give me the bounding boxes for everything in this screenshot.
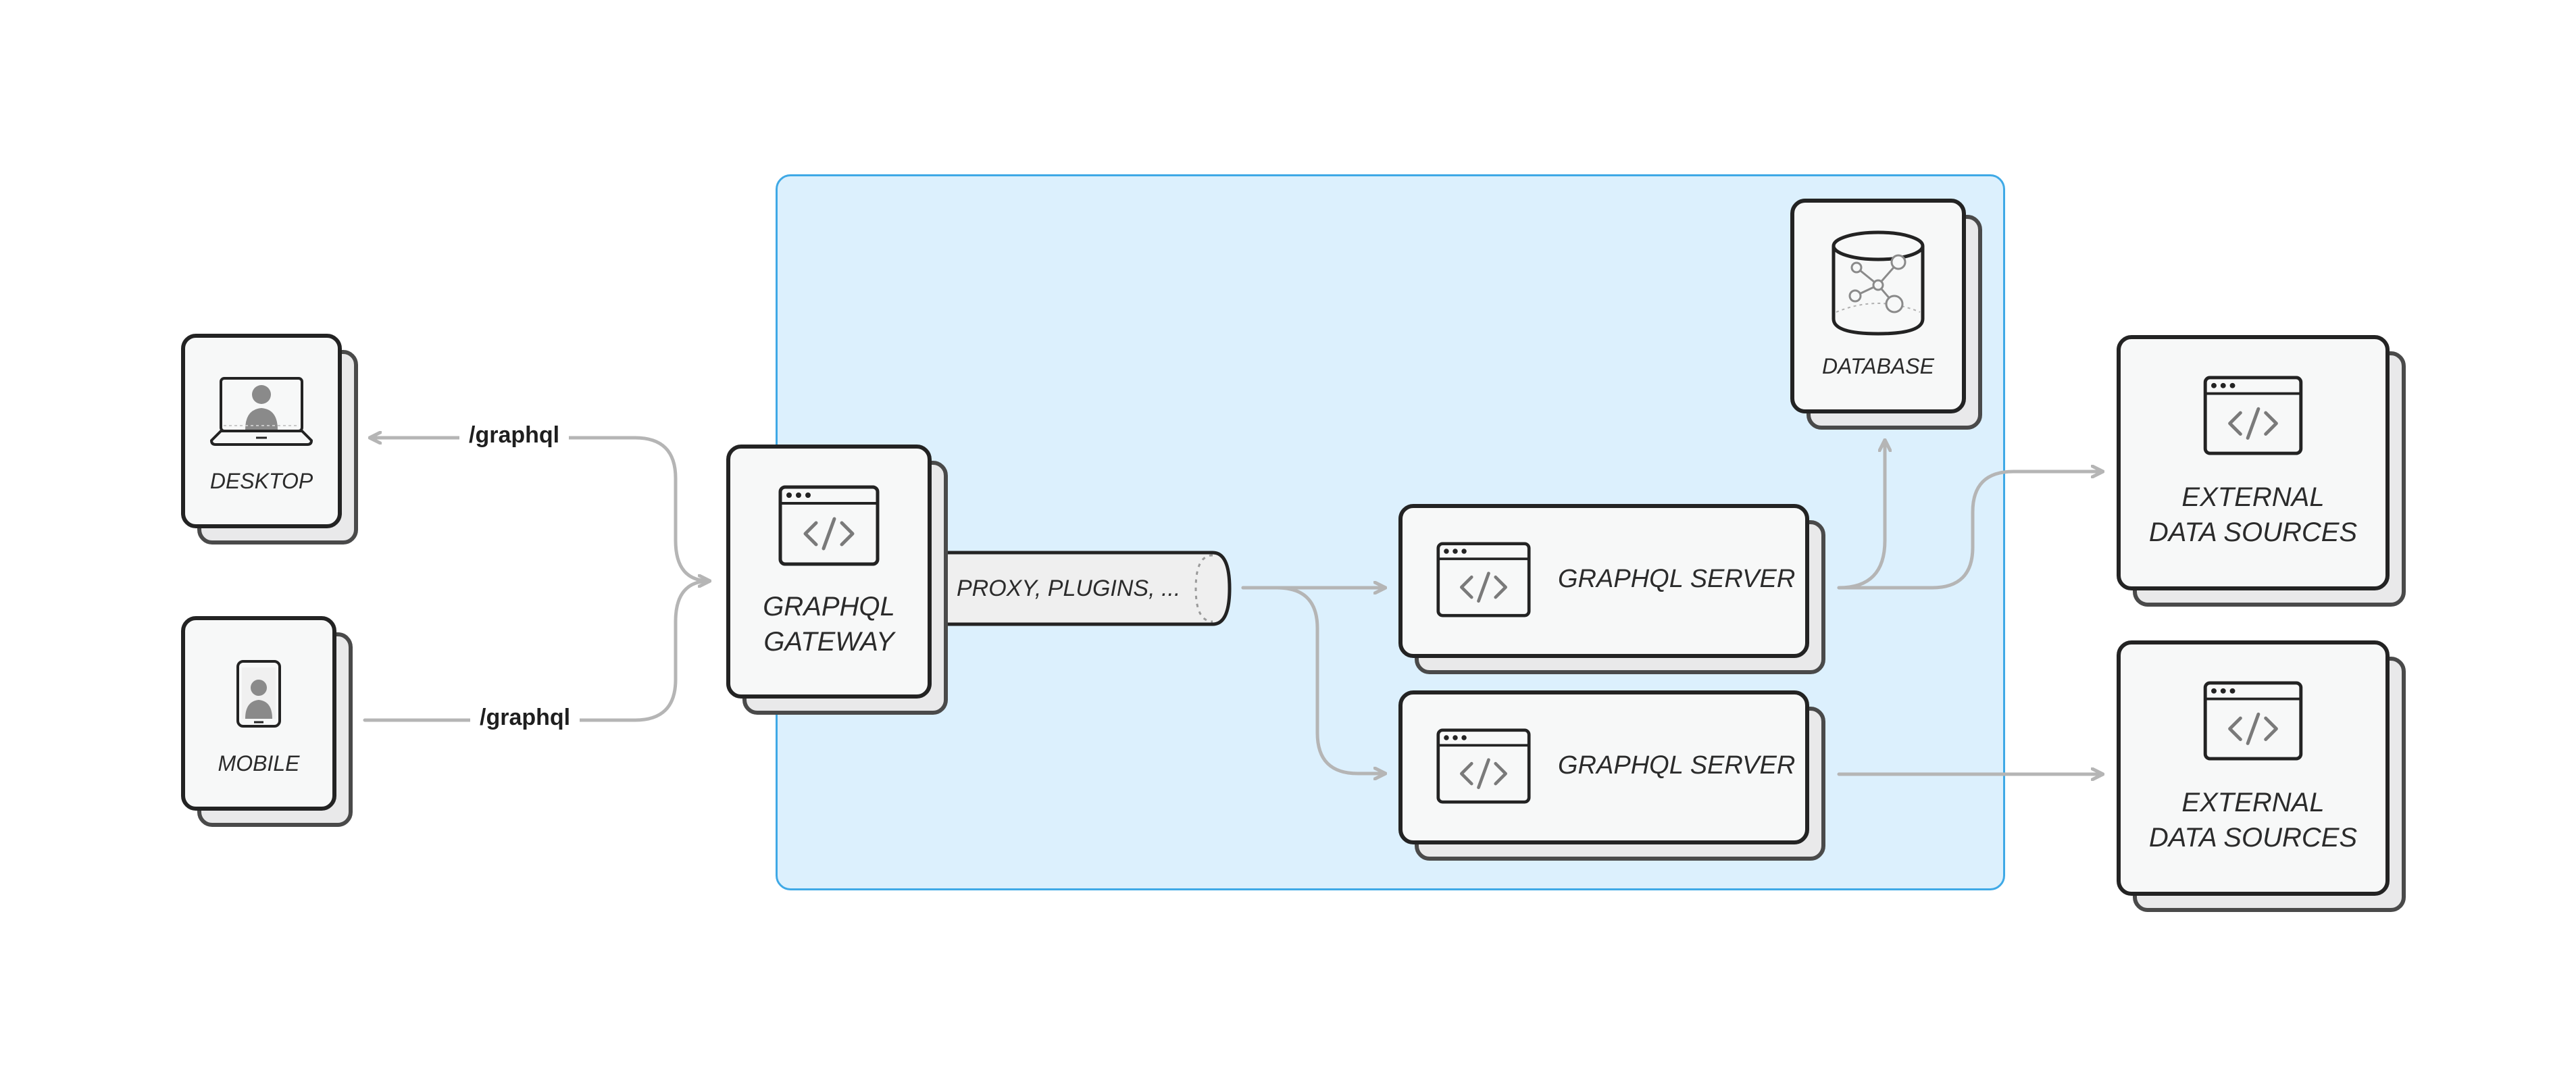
database-graph-icon — [1832, 230, 1925, 336]
mobile-connector — [363, 579, 711, 722]
laptop-user-icon — [210, 377, 313, 446]
code-window-icon — [1436, 542, 1531, 617]
graphql-server-label-1: GRAPHQL SERVER — [1558, 565, 1796, 593]
desktop-client-card: DESKTOP — [181, 334, 358, 544]
graphql-server-label-2: GRAPHQL SERVER — [1558, 751, 1796, 780]
pipe-to-server-2-connector — [1241, 586, 1385, 774]
server-to-database-connector — [1837, 440, 1885, 590]
code-window-icon — [2203, 376, 2303, 455]
desktop-connector — [370, 438, 709, 581]
mobile-client-card: MOBILE — [181, 616, 353, 827]
gateway-card: GRAPHQL GATEWAY — [726, 445, 948, 715]
gateway-label-line2: GATEWAY — [763, 627, 894, 657]
graphql-server-card-1: GRAPHQL SERVER — [1398, 504, 1825, 674]
external-data-sources-card-2: EXTERNAL DATA SOURCES — [2117, 640, 2406, 912]
desktop-label: DESKTOP — [209, 469, 313, 493]
code-window-icon — [2203, 681, 2303, 761]
external-label-1-line1: EXTERNAL — [2181, 482, 2325, 512]
code-window-icon — [1436, 728, 1531, 804]
external-label-2-line1: EXTERNAL — [2181, 788, 2325, 817]
desktop-route-label: /graphql — [459, 422, 570, 449]
database-card: DATABASE — [1790, 199, 1982, 430]
external-data-sources-card-1: EXTERNAL DATA SOURCES — [2117, 335, 2406, 607]
mobile-route-label: /graphql — [470, 705, 580, 731]
graphql-server-card-2: GRAPHQL SERVER — [1398, 690, 1825, 861]
external-label-1-line2: DATA SOURCES — [2148, 517, 2358, 547]
gateway-label-line1: GRAPHQL — [763, 592, 895, 622]
code-window-icon — [778, 485, 880, 566]
pipe-label: PROXY, PLUGINS, ... — [957, 576, 1181, 601]
phone-user-icon — [236, 660, 281, 728]
database-label: DATABASE — [1822, 354, 1934, 378]
server-to-external-1-connector — [1837, 472, 2102, 590]
external-label-2-line2: DATA SOURCES — [2148, 823, 2358, 853]
mobile-label: MOBILE — [218, 751, 300, 776]
